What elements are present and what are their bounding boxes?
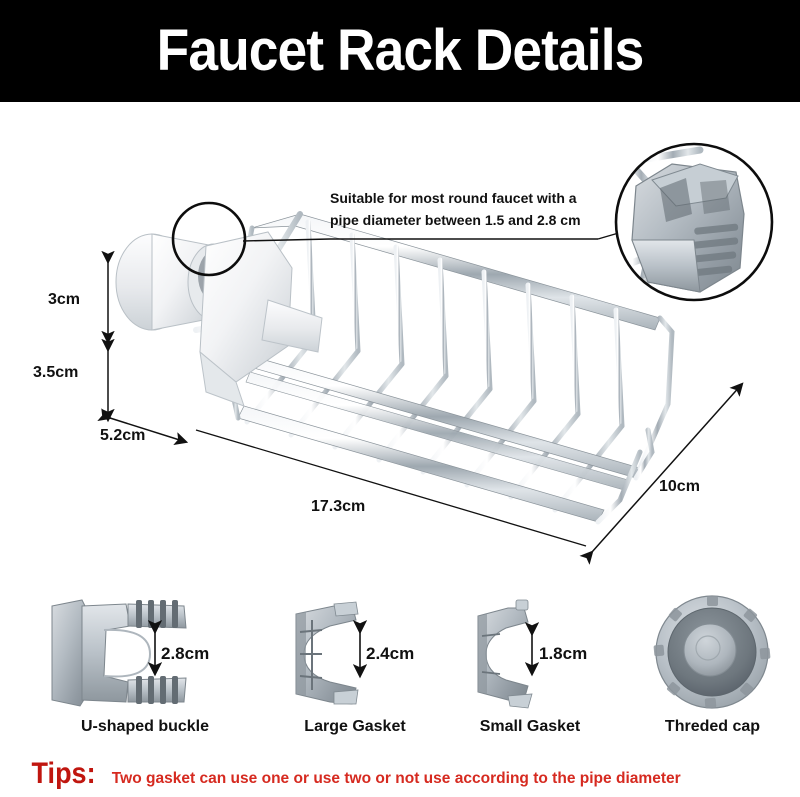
part-threded-cap-art [653,595,771,709]
callout-text-line-2: pipe diameter between 1.5 and 2.8 cm [330,212,581,228]
dimension-label-3cm: 3cm [48,291,81,308]
title-banner: Faucet Rack Details [0,0,800,102]
part-dimension-u-shaped-buckle: 2.8cm [161,644,210,663]
buckle-prong-bottom [127,676,187,704]
part-dimension-small-gasket: 1.8cm [539,644,588,663]
part-label-threded-cap: Threded cap [664,718,761,735]
tips-keyword: Tips: [31,757,96,790]
page-title: Faucet Rack Details [156,18,645,83]
callout-leader-line [242,231,623,242]
dimension-label-3-5cm: 3.5cm [33,364,79,381]
buckle-prong-top [127,600,187,629]
callout-text-line-1: Suitable for most round faucet with a [330,190,577,206]
rack-support-arm [193,211,303,303]
part-label-u-shaped-buckle: U-shaped buckle [80,718,210,735]
dimension-label-10cm: 10cm [659,478,700,495]
dimension-line-10cm [579,382,744,565]
part-label-small-gasket: Small Gasket [479,718,581,735]
dimension-label-17-3cm: 17.3cm [311,498,366,515]
faucet-bracket [115,231,323,407]
wire-basket [223,213,675,525]
detail-highlight-circle [171,201,247,277]
bracket-closeup-inset [614,142,774,302]
tips-footer: Tips: Two gasket can use one or use two … [28,757,788,791]
part-dimension-large-gasket: 2.4cm [366,644,415,663]
part-large-gasket-art [295,601,368,705]
part-small-gasket-art [477,599,540,709]
dimension-lines [97,250,744,565]
tips-message: Two gasket can use one or use two or not… [111,770,681,787]
dimension-label-5-2cm: 5.2cm [100,427,146,444]
dimension-line-17-3cm [195,429,587,547]
faucet-rack-product [115,201,675,525]
part-label-large-gasket: Large Gasket [304,718,406,735]
